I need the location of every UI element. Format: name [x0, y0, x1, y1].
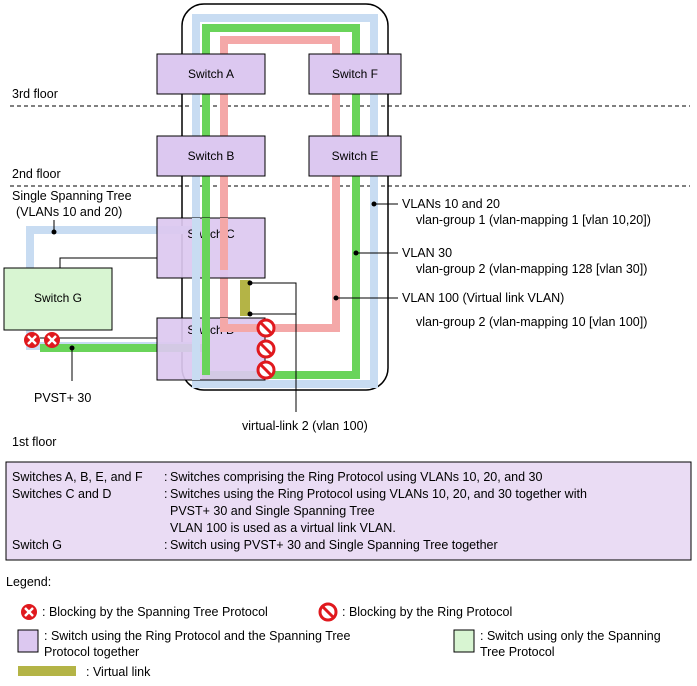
legend-stp-block-icon	[21, 604, 37, 620]
switch-b-box	[156, 135, 266, 177]
table-key: Switches A, B, E, and F	[12, 470, 143, 484]
vlan-100-through-d	[220, 318, 265, 332]
table-value: Switches comprising the Ring Protocol us…	[170, 470, 542, 484]
legend-ring-block-text: : Blocking by the Ring Protocol	[342, 605, 512, 619]
virtual-link-label: virtual-link 2 (vlan 100)	[242, 419, 368, 433]
leader-dot	[333, 295, 339, 301]
leader-dot	[51, 229, 57, 235]
switch-g-label: Switch G	[34, 291, 82, 305]
switch-b-label: Switch B	[188, 149, 235, 163]
legend-stp-switch-swatch	[453, 629, 475, 653]
table-colon: :	[164, 538, 167, 552]
vlan100-label-line2: vlan-group 2 (vlan-mapping 10 [vlan 100]…	[416, 315, 647, 329]
leader-dot	[353, 250, 359, 256]
switch-e-label: Switch E	[332, 149, 379, 163]
leader-dot	[371, 201, 377, 207]
vlan30-label-line2: vlan-group 2 (vlan-mapping 128 [vlan 30]…	[416, 262, 647, 276]
legend-ring-block-icon	[318, 602, 338, 622]
legend-ring-stp-switch-text: : Switch using the Ring Protocol and the…	[44, 629, 350, 643]
ring-block-icon	[256, 339, 276, 359]
switch-f-box	[308, 53, 402, 95]
leader-virtual-link	[250, 282, 297, 412]
leader-dot	[247, 311, 253, 317]
legend-stp-switch-text: Tree Protocol	[480, 645, 555, 659]
legend-virtual-link-text: : Virtual link	[86, 665, 151, 679]
table-value: VLAN 100 is used as a virtual link VLAN.	[170, 521, 396, 535]
legend-virtual-link-swatch	[18, 666, 76, 676]
leader-dot	[69, 345, 75, 351]
table-colon: :	[164, 487, 167, 501]
legend-ring-stp-switch-swatch	[17, 629, 39, 653]
switch-e-box	[308, 135, 402, 177]
pvst-label: PVST+ 30	[34, 391, 91, 405]
vlan30-label-line1: VLAN 30	[402, 246, 452, 260]
table-key: Switch G	[12, 538, 62, 552]
stp-block-icon	[24, 332, 40, 348]
switch-c-box	[156, 217, 266, 279]
stp-block-icon	[44, 332, 60, 348]
table-colon: :	[164, 470, 167, 484]
vlan1020-label-line2: vlan-group 1 (vlan-mapping 1 [vlan 10,20…	[416, 213, 651, 227]
legend-ring-stp-switch-text: Protocol together	[44, 645, 139, 659]
legend-stp-block-text: : Blocking by the Spanning Tree Protocol	[42, 605, 268, 619]
description-table	[5, 461, 692, 561]
floor-label-2nd: 2nd floor	[12, 167, 61, 181]
wire-g-c	[59, 257, 157, 268]
ring-block-icon	[256, 360, 276, 380]
table-value: PVST+ 30 and Single Spanning Tree	[170, 504, 375, 518]
switch-a-box	[156, 53, 266, 95]
vlan1020-label-line1: VLANs 10 and 20	[402, 197, 500, 211]
sst-label-line2: (VLANs 10 and 20)	[16, 205, 122, 219]
table-key: Switches C and D	[12, 487, 111, 501]
legend-stp-switch-text: : Switch using only the Spanning	[480, 629, 661, 643]
ring-block-icon	[256, 318, 276, 338]
table-value: Switches using the Ring Protocol using V…	[170, 487, 587, 501]
legend-title: Legend:	[6, 575, 51, 589]
vlan100-label-line1: VLAN 100 (Virtual link VLAN)	[402, 291, 564, 305]
floor-label-3rd: 3rd floor	[12, 87, 58, 101]
floor-label-1st: 1st floor	[12, 435, 56, 449]
table-value: Switch using PVST+ 30 and Single Spannin…	[170, 538, 498, 552]
switch-f-label: Switch F	[332, 67, 378, 81]
switch-a-label: Switch A	[188, 67, 234, 81]
virtual-link-bar	[240, 280, 250, 316]
sst-label-line1: Single Spanning Tree	[12, 189, 132, 203]
leader-dot	[247, 280, 253, 286]
switch-g-box	[3, 267, 113, 331]
